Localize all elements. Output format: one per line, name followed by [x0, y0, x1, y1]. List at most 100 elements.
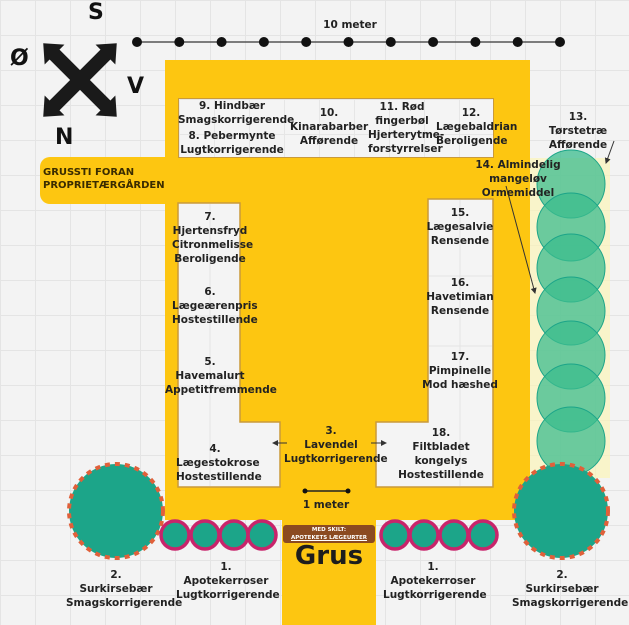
plant-18-name2: kongelys: [414, 455, 468, 467]
plant-17-use: Mod hæshed: [422, 379, 498, 391]
plant-1-right-use: Lugtkorrigerende: [383, 589, 487, 601]
plant-4-name: Lægestokrose: [176, 457, 260, 469]
arrow-mangelov: [505, 185, 537, 294]
plant-15-use: Rensende: [430, 235, 490, 247]
plant-label-18: 18. Filtbladet kongelys Hostestillende: [384, 426, 498, 482]
scale-label-1m: 1 meter: [302, 499, 350, 511]
plant-3-num: 3.: [325, 425, 337, 437]
plant-15-name: Lægesalvie: [426, 221, 494, 233]
plant-7-num: 7.: [204, 211, 216, 223]
plant-3-name: Lavendel: [304, 439, 358, 451]
plant-label-8: 8. Pebermynte Lugtkorrigerende: [178, 129, 286, 157]
shrub-surkirsebaer-left: [67, 462, 165, 560]
plant-11-use: Hjerterytme-: [368, 129, 445, 141]
plant-2-left-name: Surkirsebær: [79, 583, 153, 595]
plant-label-10: 10. Kinarabarber Afførende: [290, 106, 368, 148]
plant-3-use: Lugtkorrigerende: [284, 453, 388, 465]
plant-label-6: 6. Lægeærenpris Hostestillende: [172, 285, 258, 327]
plant-16-name: Havetimian: [426, 291, 494, 303]
plant-12-num: 12.: [461, 107, 481, 119]
plant-6-use: Hostestillende: [172, 314, 258, 326]
sign-line2: APOTEKETS LÆGEURTER: [290, 535, 368, 541]
plant-8-name: Pebermynte: [203, 130, 276, 142]
scale-label-10m: 10 meter: [323, 19, 377, 31]
scale-dot: [132, 37, 142, 47]
plant-5-num: 5.: [204, 356, 216, 368]
plant-label-2-right: 2. Surkirsebær Smagskorrigerende: [512, 568, 628, 610]
plant-14-num: 14. Almindelig: [475, 159, 561, 171]
plant-2-left-use: Smagskorrigerende: [66, 597, 183, 609]
plant-6-name: Lægeærenpris: [172, 300, 258, 312]
plant-label-14: 14. Almindelig mangeløv Ormemiddel: [468, 158, 568, 200]
scale-dot: [258, 37, 269, 47]
plant-7-name2: Citronmelisse: [172, 239, 254, 251]
scale-dot: [512, 37, 523, 47]
front-path-label-line1: GRUSSTI FORAN: [43, 167, 135, 178]
plant-15-num: 15.: [450, 207, 470, 219]
plant-10-use: Afførende: [299, 135, 359, 147]
plant-1-left-num: 1.: [220, 561, 232, 573]
front-path-label: GRUSSTI FORAN PROPRIETÆRGÅRDEN: [43, 166, 165, 192]
sign-line1: MED SKILT:: [311, 527, 347, 533]
plant-18-name: Filtbladet: [412, 441, 470, 453]
scale-dot: [301, 37, 312, 47]
compass-west: V: [127, 74, 145, 99]
plant-13-name: Tørstetræ: [548, 125, 608, 137]
compass-south: S: [88, 0, 104, 25]
plant-11-line1: 11. Rød: [368, 100, 436, 114]
plant-5-name: Havemalurt: [175, 370, 245, 382]
arrow-torstetrae: [604, 140, 615, 164]
plant-label-1-left: 1. Apotekerroser Lugtkorrigerende: [176, 560, 280, 602]
plant-10-num: 10.: [319, 107, 339, 119]
plant-4-num: 4.: [209, 443, 221, 455]
plant-17-num: 17.: [450, 351, 470, 363]
plant-9-use: Smagskorrigerende: [178, 114, 295, 126]
plant-label-16: 16. Havetimian Rensende: [420, 276, 500, 318]
plant-9-num: 9.: [198, 100, 211, 112]
scale-dot: [470, 37, 481, 47]
bed-grid: [179, 200, 492, 486]
scale-dot: [174, 37, 185, 47]
plant-12-use: Beroligende: [436, 135, 508, 147]
plant-label-13: 13. Tørstetræ Afførende: [538, 110, 618, 152]
shrub-surkirsebaer-right: [512, 462, 610, 560]
rose-bush: [467, 519, 499, 551]
plant-6-num: 6.: [204, 286, 216, 298]
plant-8-num: 8.: [188, 130, 200, 142]
plant-18-use: Hostestillende: [398, 469, 484, 481]
plant-label-9: 9. Hindbær Smagskorrigerende: [178, 99, 295, 127]
plant-label-4: 4. Lægestokrose Hostestillende: [176, 442, 262, 484]
scale-dot: [216, 37, 227, 47]
plant-13-num: 13.: [568, 111, 588, 123]
plant-16-use: Rensende: [430, 305, 490, 317]
plant-1-right-num: 1.: [427, 561, 439, 573]
plant-2-left-num: 2.: [110, 569, 122, 581]
plant-16-num: 16.: [450, 277, 470, 289]
plant-11-use2: forstyrrelser: [368, 143, 443, 155]
plant-11-name: Rød: [401, 101, 425, 113]
plant-label-5: 5. Havemalurt Appetitfremmende: [165, 355, 277, 397]
plant-label-1-right: 1. Apotekerroser Lugtkorrigerende: [383, 560, 487, 602]
plant-1-left-name: Apotekerroser: [183, 575, 269, 587]
plant-5-use: Appetitfremmende: [165, 384, 277, 396]
plant-12-name: Lægebaldrian: [436, 121, 518, 133]
compass-east: Ø: [10, 46, 29, 71]
plant-18-num: 18.: [431, 427, 451, 439]
plant-2-right-name: Surkirsebær: [525, 583, 599, 595]
sign: MED SKILT: APOTEKETS LÆGEURTER: [283, 525, 375, 543]
plant-label-7: 7. Hjertensfryd Citronmelisse Beroligend…: [172, 210, 254, 266]
plant-1-left-use: Lugtkorrigerende: [176, 589, 280, 601]
plant-2-right-num: 2.: [556, 569, 568, 581]
plant-11-name2: fingerbøl: [375, 115, 429, 127]
bed-top: [178, 98, 494, 158]
plant-17-name: Pimpinelle: [428, 365, 492, 377]
plant-7-use: Beroligende: [174, 253, 246, 265]
plant-14-use: Ormemiddel: [481, 187, 555, 199]
